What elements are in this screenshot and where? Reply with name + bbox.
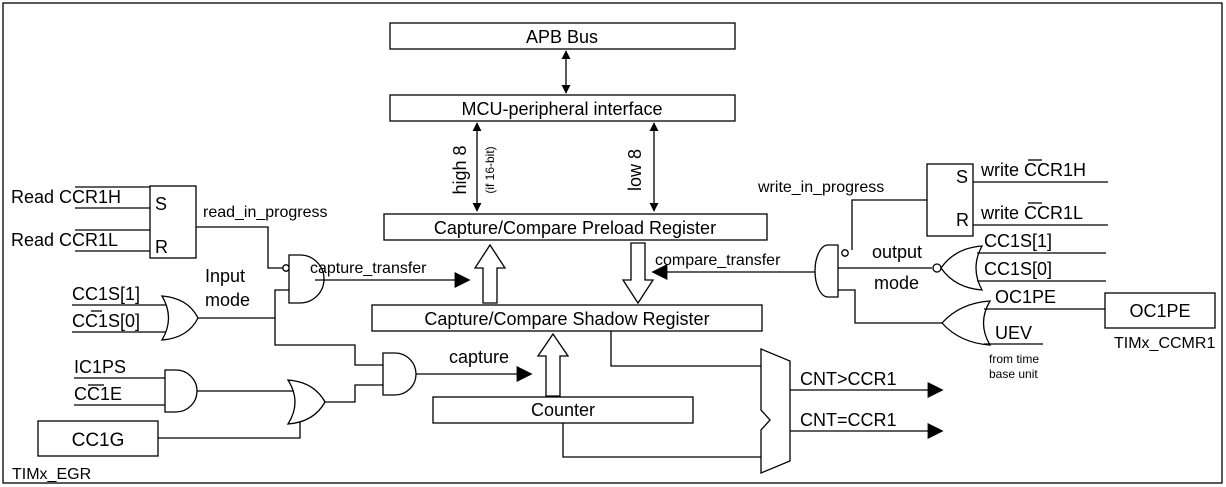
compare-transfer-hollow-arrow	[621, 242, 655, 305]
counter-block	[432, 396, 694, 424]
input-cc1s1-label: CC1S[1]	[72, 284, 140, 304]
read-latch-block	[149, 185, 197, 259]
write-latch-r: R	[956, 210, 969, 230]
output-mode-inverter	[932, 263, 942, 273]
low8-label: low 8	[625, 149, 645, 191]
cnt-gt-label: CNT>CCR1	[800, 369, 897, 389]
output-oc1pe-label: OC1PE	[995, 287, 1056, 307]
input-mode-label-1: Input	[205, 266, 245, 286]
from-time-label-2: base unit	[989, 367, 1038, 381]
cc1g-wire	[158, 418, 301, 439]
input-mode-or-gate	[160, 295, 199, 341]
cc1e-label: CC1E	[74, 384, 122, 404]
capture-and-gate	[382, 352, 417, 396]
preload-register-block	[383, 213, 768, 241]
output-mode-label-2: mode	[874, 273, 919, 293]
oc1pe-uev-or-gate	[941, 300, 992, 346]
read-ccr1l-label: Read CCR1L	[11, 230, 118, 250]
mcu-interface-label: MCU-peripheral interface	[461, 99, 662, 119]
read-ccr1h-label: Read CCR1H	[11, 187, 121, 207]
uev-label: UEV	[995, 323, 1032, 343]
oc1pe-block	[1104, 292, 1216, 329]
timx-egr-caption: TIMx_EGR	[12, 466, 91, 483]
ic1ps-label: IC1PS	[74, 357, 126, 377]
output-cc1s1-label: CC1S[1]	[984, 231, 1052, 251]
capture-or-gate	[286, 379, 326, 425]
apb-bus-block	[389, 22, 736, 50]
capture-transfer-hollow-arrow	[473, 243, 507, 304]
input-mode-wire	[198, 289, 289, 319]
if-16bit-label: (if 16-bit)	[483, 146, 497, 193]
write-in-progress-label: write_in_progress	[757, 179, 884, 196]
comparator-block	[760, 348, 791, 474]
counter-to-shadow-hollow-arrow	[536, 332, 570, 397]
write-in-progress-wire	[851, 199, 927, 250]
read-latch-r: R	[155, 237, 168, 257]
shadow-register-block	[371, 304, 763, 332]
read-in-progress-inverter	[282, 264, 290, 272]
capture-or-output	[325, 384, 383, 403]
write-latch-s: S	[956, 167, 968, 187]
cc1g-label: CC1G	[72, 430, 125, 451]
high8-label: high 8	[450, 145, 470, 194]
mcu-interface-block	[389, 94, 736, 122]
input-mode-label-2: mode	[205, 290, 250, 310]
cnt-eq-label: CNT=CCR1	[800, 410, 897, 430]
preload-enable-wire	[838, 289, 942, 324]
output-cc1s0-label: CC1S[0]	[984, 259, 1052, 279]
apb-bus-label: APB Bus	[526, 27, 598, 47]
timx-ccmr1-caption: TIMx_CCMR1	[1114, 335, 1215, 352]
counter-label: Counter	[531, 400, 595, 420]
write-in-progress-inverter	[841, 249, 849, 257]
shadow-to-comparator-wire	[610, 331, 770, 367]
input-mode-to-capture-and	[274, 318, 383, 366]
write-ccr1l-label: write CCR1L	[980, 203, 1083, 223]
shadow-register-label: Capture/Compare Shadow Register	[424, 309, 709, 329]
output-mode-nor-gate	[940, 245, 984, 291]
write-latch-block	[926, 163, 974, 237]
capture-label: capture	[449, 347, 509, 367]
write-ccr1h-label: write CCR1H	[980, 160, 1086, 180]
compare-transfer-label: compare_transfer	[655, 252, 781, 269]
output-mode-label-1: output	[872, 242, 922, 262]
read-latch-s: S	[155, 194, 167, 214]
ic1ps-cc1e-and-gate	[164, 369, 198, 413]
from-time-label-1: from time	[989, 352, 1039, 366]
capture-transfer-and-gate	[288, 254, 325, 304]
capture-transfer-label: capture_transfer	[310, 260, 427, 277]
compare-transfer-and-gate	[814, 244, 839, 298]
counter-to-comparator-wire	[562, 423, 770, 458]
oc1pe-block-label: OC1PE	[1129, 301, 1190, 321]
input-cc1s0-label: CC1S[0]	[72, 311, 140, 331]
preload-register-label: Capture/Compare Preload Register	[434, 218, 716, 238]
read-in-progress-label: read_in_progress	[203, 204, 328, 221]
read-in-progress-wire	[196, 226, 283, 269]
